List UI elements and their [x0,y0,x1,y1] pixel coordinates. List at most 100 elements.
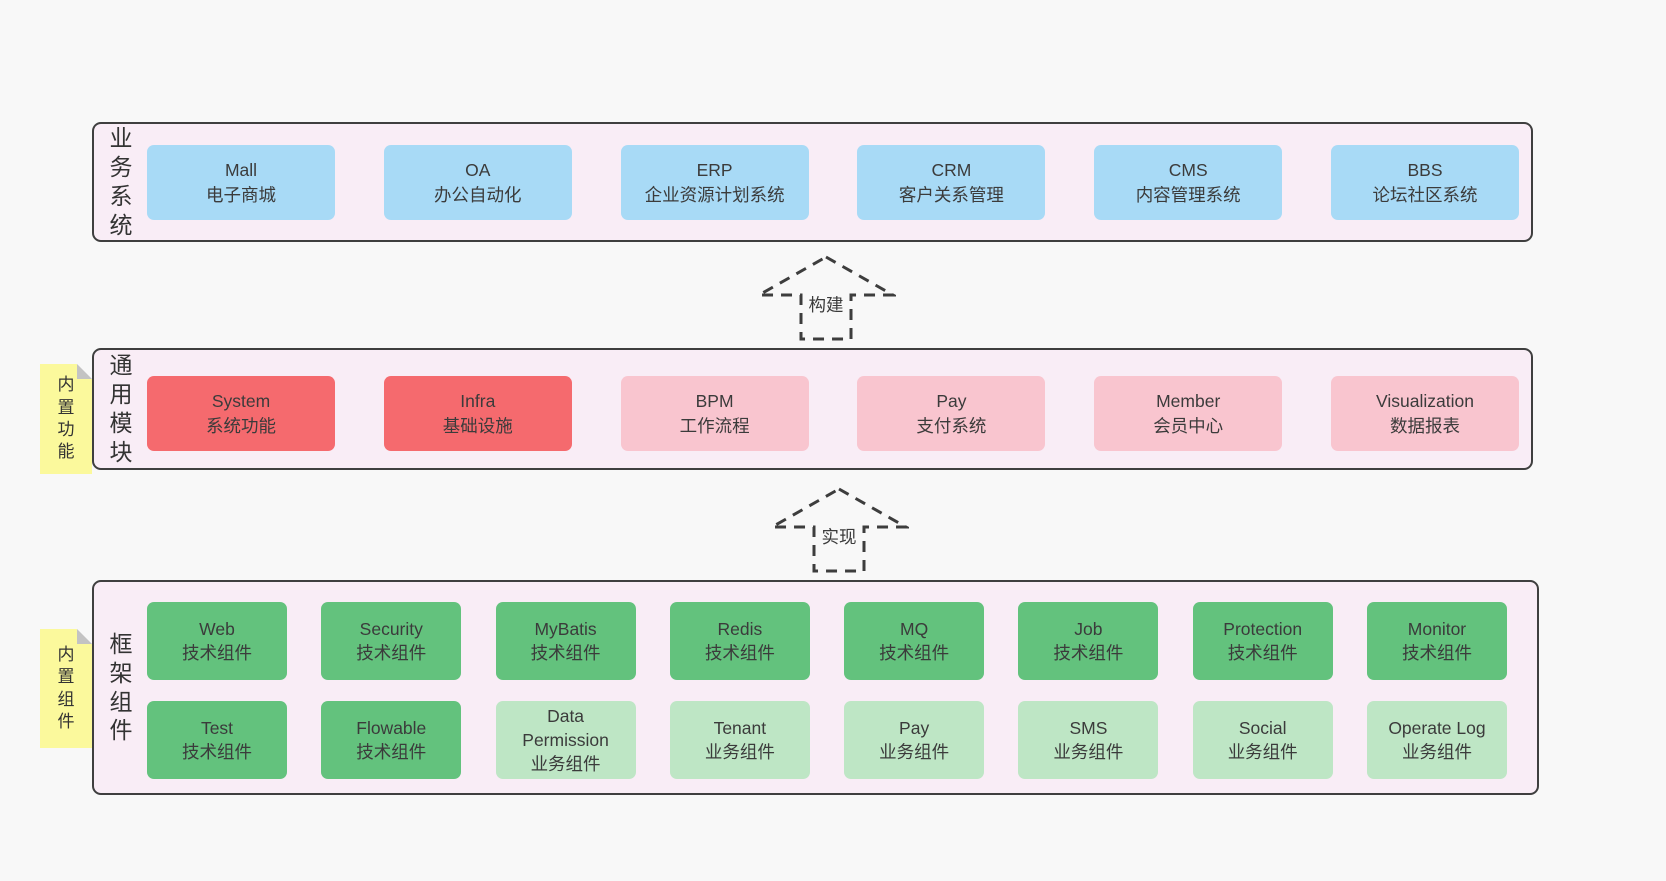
box-subtitle: 技术组件 [356,643,427,663]
panel-label-text: 业务系统 [109,125,133,238]
box-subtitle: 工作流程 [679,415,750,436]
box-subtitle: 内容管理系统 [1135,184,1241,205]
box-title: SMS [1069,717,1108,738]
box-pay: Pay 支付系统 [857,376,1046,451]
box-title: Social [1238,717,1287,738]
box-subtitle: 技术组件 [182,742,252,762]
box-title: Mall [224,160,258,181]
box-flowable: Flowable 技术组件 [321,701,462,779]
box-title: Protection [1223,618,1303,639]
box-subtitle: 企业资源计划系统 [644,184,785,205]
box-subtitle: 业务组件 [1227,742,1298,762]
box-subtitle: 技术组件 [182,643,252,663]
box-title: CRM [931,160,972,181]
box-title: Test [200,717,234,738]
module-boxes-row: System 系统功能 Infra 基础设施 BPM 工作流程 Pay 支付系统… [147,376,1519,451]
box-title: Pay [899,717,930,738]
box-crm: CRM 客户关系管理 [857,145,1046,220]
box-mybatis: MyBatis 技术组件 [495,602,636,680]
box-subtitle: 业务组件 [704,742,775,762]
box-title: Visualization [1376,391,1474,412]
business-boxes-row: Mall 电子商城 OA 办公自动化 ERP 企业资源计划系统 CRM 客户关系… [147,145,1519,220]
box-test: Test 技术组件 [147,701,287,779]
box-mq: MQ 技术组件 [844,602,985,680]
box-subtitle: 技术组件 [1401,643,1472,663]
box-subtitle: 技术组件 [1227,643,1298,663]
box-subtitle: 技术组件 [1053,643,1124,663]
folded-corner [77,364,92,379]
box-subtitle: 数据报表 [1389,415,1460,436]
box-subtitle: 支付系统 [916,415,987,436]
box-data-permission: Data Permission 业务组件 [495,701,636,779]
box-pay: Pay 业务组件 [844,701,985,779]
box-title: Operate Log [1388,717,1486,738]
box-subtitle: 技术组件 [704,643,775,663]
build-arrow: 构建 [756,255,896,341]
box-subtitle: 系统功能 [206,415,276,436]
box-social: Social 业务组件 [1192,701,1333,779]
box-title: Pay [936,391,967,412]
dashed-up-arrow-icon [756,255,896,341]
box-title: Redis [717,618,763,639]
folded-corner [77,629,92,644]
box-title: BPM [695,391,734,412]
box-title: Security [359,618,423,639]
box-title: Tenant [713,717,767,738]
box-subtitle: 论坛社区系统 [1372,184,1478,205]
sticky-note-built-in-features: 内置功能 [40,364,92,474]
box-subtitle: 客户关系管理 [898,184,1004,205]
box-title: MyBatis [534,618,597,639]
box-tenant: Tenant 业务组件 [669,701,810,779]
box-subtitle: 业务组件 [530,754,601,775]
box-subtitle: 业务组件 [1401,742,1472,762]
box-system: System 系统功能 [147,376,335,451]
panel-label-components: 框架组件 [94,582,148,793]
box-subtitle: 业务组件 [879,742,950,762]
box-subtitle: 技术组件 [879,643,950,663]
box-redis: Redis 技术组件 [669,602,810,680]
box-infra: Infra 基础设施 [383,376,572,451]
box-title: System [211,391,271,412]
box-bbs: BBS 论坛社区系统 [1330,145,1519,220]
box-web: Web 技术组件 [147,602,287,680]
component-boxes-row-1: Web 技术组件 Security 技术组件 MyBatis 技术组件 Redi… [147,602,1507,680]
box-job: Job 技术组件 [1018,602,1159,680]
box-title: Web [199,618,235,639]
box-subtitle: 业务组件 [1053,742,1124,762]
implement-arrow: 实现 [769,487,909,573]
box-monitor: Monitor 技术组件 [1366,602,1507,680]
box-subtitle: 会员中心 [1153,415,1224,436]
box-title: ERP [696,160,733,181]
box-subtitle: 技术组件 [356,742,427,762]
box-operate-log: Operate Log 业务组件 [1366,701,1507,779]
box-member: Member 会员中心 [1094,376,1283,451]
box-cms: CMS 内容管理系统 [1094,145,1283,220]
panel-label-text: 通用模块 [109,352,133,465]
component-boxes-row-2: Test 技术组件 Flowable 技术组件 Data Permission … [147,701,1507,779]
panel-label-business: 业务系统 [94,124,148,240]
box-title: BBS [1407,160,1443,181]
box-erp: ERP 企业资源计划系统 [620,145,809,220]
box-title: MQ [900,618,929,639]
box-title: Data Permission [522,705,609,750]
business-systems-panel: 业务系统 Mall 电子商城 OA 办公自动化 ERP 企业资源计划系统 CRM… [92,122,1533,242]
box-security: Security 技术组件 [321,602,462,680]
sticky-note-text: 内置组件 [57,644,75,731]
box-bpm: BPM 工作流程 [620,376,809,451]
panel-label-text: 框架组件 [109,630,133,744]
box-title: CMS [1168,160,1208,181]
build-arrow-label: 构建 [805,291,847,318]
sticky-note-text: 内置功能 [57,375,75,462]
dashed-up-arrow-icon [769,487,909,573]
box-subtitle: 电子商城 [206,184,276,205]
box-title: Job [1074,618,1103,639]
box-title: Member [1156,391,1221,412]
box-sms: SMS 业务组件 [1018,701,1159,779]
box-title: Infra [460,391,496,412]
implement-arrow-label: 实现 [818,523,860,550]
box-visualization: Visualization 数据报表 [1330,376,1519,451]
sticky-note-built-in-components: 内置组件 [40,629,92,748]
box-protection: Protection 技术组件 [1192,602,1333,680]
box-subtitle: 基础设施 [442,415,513,436]
box-title: Flowable [356,717,427,738]
